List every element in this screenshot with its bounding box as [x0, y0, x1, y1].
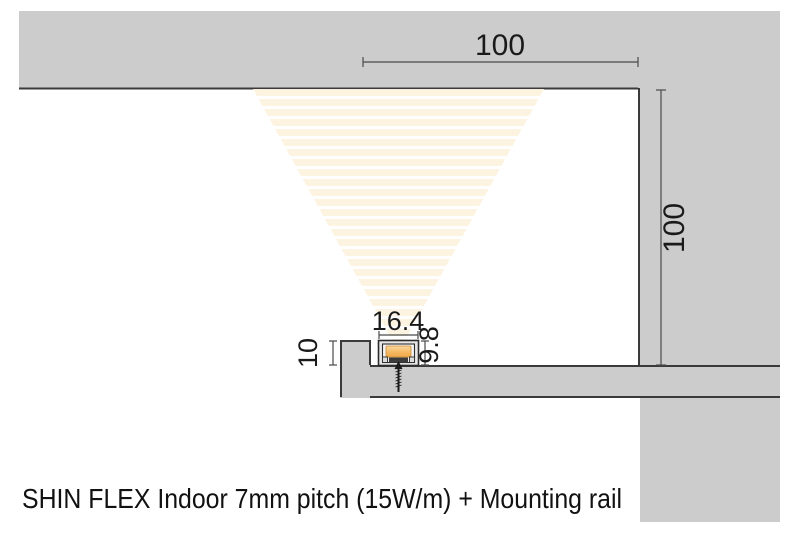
- dimension-niche-depth: 100: [656, 89, 691, 366]
- light-beam-cone: [253, 89, 544, 342]
- profile-right-lip: [409, 356, 415, 363]
- light-beam-group: [253, 89, 544, 342]
- right-wall-slab: [638, 88, 780, 398]
- dimension-profile-width: 16.4: [372, 306, 425, 339]
- screw-arrowhead: [394, 361, 403, 369]
- mounting-rail-seat: [389, 357, 408, 363]
- mounting-ledge-step: [340, 340, 370, 398]
- led-flex-strip: [385, 345, 412, 358]
- lower-left-white-field: [19, 398, 640, 522]
- profile-left-lip: [382, 356, 388, 363]
- ledge-height-label: 10: [293, 338, 323, 368]
- right-wall-lower-slab: [638, 398, 780, 522]
- drawing-caption: SHIN FLEX Indoor 7mm pitch (15W/m) + Mou…: [22, 483, 622, 514]
- dimension-ledge-height: 10: [293, 338, 337, 368]
- ceiling-slab: [19, 11, 780, 88]
- floor-slab: [340, 365, 780, 398]
- profile-height-label: 9.8: [414, 326, 444, 364]
- architecture-group: [19, 11, 780, 522]
- dimension-niche-width: 100: [362, 29, 639, 67]
- niche-depth-label: 100: [658, 203, 691, 253]
- led-profile-assembly: [377, 339, 420, 392]
- dimension-profile-height: 9.8: [414, 326, 444, 366]
- mounting-screw: [394, 361, 403, 392]
- profile-width-label: 16.4: [372, 306, 425, 336]
- niche-width-label: 100: [475, 29, 525, 62]
